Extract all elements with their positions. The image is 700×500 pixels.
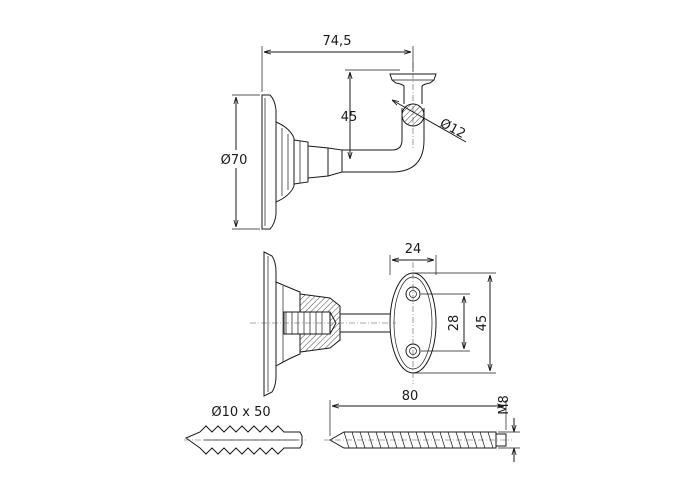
screw-length-label: 80: [402, 389, 419, 404]
screw: 80 M8: [324, 389, 520, 462]
screw-outline: [328, 431, 497, 449]
rod-top-edge: [342, 108, 403, 151]
front-view: 24 28 45: [250, 242, 496, 397]
rod-bottom-edge: [342, 108, 425, 173]
dowel-size-label: Ø10 x 50: [211, 405, 270, 420]
dim-base-diameter-label: Ø70: [221, 153, 248, 168]
dim-length-label: 74,5: [323, 34, 352, 49]
dim-rod-diameter-label: Ø12: [437, 116, 468, 142]
side-view: 74,5 45 Ø12 Ø70: [218, 34, 468, 230]
dowel: Ø10 x 50: [184, 405, 306, 455]
shaft: [340, 313, 392, 333]
thread-label: M8: [497, 395, 512, 415]
dim-rod-leader: [392, 100, 467, 143]
rosette-profile: [261, 94, 277, 230]
dim-plate-width-label: 24: [405, 242, 422, 257]
base-section-profile: [263, 251, 277, 397]
dim-plate-height-label: 45: [475, 315, 490, 332]
dim-hole-spacing-label: 28: [447, 315, 462, 332]
dim-height-label: 45: [341, 110, 358, 125]
